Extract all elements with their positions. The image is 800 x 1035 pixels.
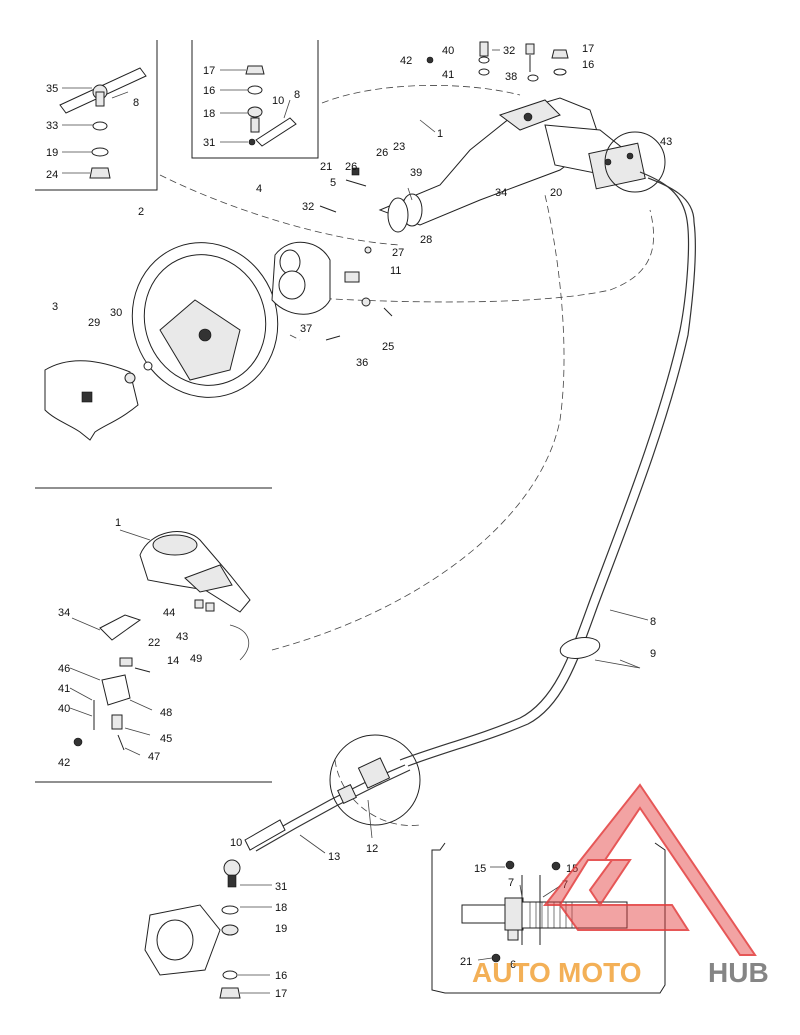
callout-17: 17 xyxy=(275,988,287,1000)
callout-26: 26 xyxy=(345,161,357,173)
callout-31: 31 xyxy=(275,881,287,893)
callout-41: 41 xyxy=(58,683,70,695)
callout-45: 45 xyxy=(160,733,172,745)
callout-13: 13 xyxy=(328,851,340,863)
inset-a-tie-rod-hardware xyxy=(59,67,147,179)
watermark-brand-auto: AUTO xyxy=(472,957,551,988)
watermark-brand-moto: MOTO xyxy=(558,957,641,988)
callout-19: 19 xyxy=(275,923,287,935)
callout-1: 1 xyxy=(115,517,121,529)
callout-21: 21 xyxy=(460,956,472,968)
callout-7: 7 xyxy=(562,879,568,891)
inset-frames xyxy=(35,40,666,994)
callout-2: 2 xyxy=(138,206,144,218)
callout-22: 22 xyxy=(148,637,160,649)
callout-16: 16 xyxy=(275,970,287,982)
callout-26: 26 xyxy=(376,147,388,159)
callout-labels: 35 8 33 19 24 17 16 18 10 8 31 42 40 41 … xyxy=(46,43,672,1000)
automotohub-watermark: AUTO MOTO HUB xyxy=(472,783,769,988)
callout-28: 28 xyxy=(420,234,432,246)
callout-3: 3 xyxy=(52,301,58,313)
callout-4: 4 xyxy=(256,183,262,195)
callout-24: 24 xyxy=(46,169,58,181)
callout-11: 11 xyxy=(390,265,401,277)
steering-column-housing xyxy=(378,41,646,233)
callout-6: 6 xyxy=(510,959,516,971)
callout-42: 42 xyxy=(58,757,70,769)
callout-48: 48 xyxy=(160,707,172,719)
callout-32: 32 xyxy=(503,45,515,57)
callout-8: 8 xyxy=(294,89,300,101)
callout-21: 21 xyxy=(320,161,332,173)
callout-14: 14 xyxy=(167,655,179,667)
callout-15: 15 xyxy=(474,863,486,875)
steering-cable xyxy=(144,171,696,999)
callout-1: 1 xyxy=(437,128,443,140)
callout-43: 43 xyxy=(176,631,188,643)
leader-curves xyxy=(159,85,654,826)
callout-8: 8 xyxy=(133,97,139,109)
detail-circle-ferrule xyxy=(329,734,421,826)
steering-wheel-assembly xyxy=(44,167,393,441)
callout-41: 41 xyxy=(442,69,454,81)
callout-12: 12 xyxy=(366,843,378,855)
callout-43: 43 xyxy=(660,136,672,148)
callout-9: 9 xyxy=(650,648,656,660)
callout-16: 16 xyxy=(582,59,594,71)
callout-47: 47 xyxy=(148,751,160,763)
callout-25: 25 xyxy=(382,341,394,353)
callout-34: 34 xyxy=(495,187,507,199)
watermark-brand-hub: HUB xyxy=(708,957,769,988)
callout-20: 20 xyxy=(550,187,562,199)
callout-37: 37 xyxy=(300,323,312,335)
callout-42: 42 xyxy=(400,55,412,67)
callout-30: 30 xyxy=(110,307,122,319)
callout-32: 32 xyxy=(302,201,314,213)
watermark-triangle-logo xyxy=(542,783,757,956)
callout-39: 39 xyxy=(410,167,422,179)
callout-18: 18 xyxy=(275,902,287,914)
callout-19: 19 xyxy=(46,147,58,159)
callout-46: 46 xyxy=(58,663,70,675)
callout-35: 35 xyxy=(46,83,58,95)
callout-10: 10 xyxy=(272,95,284,107)
callout-8: 8 xyxy=(650,616,656,628)
callout-17: 17 xyxy=(203,65,215,77)
callout-44: 44 xyxy=(163,607,175,619)
callout-10: 10 xyxy=(230,837,242,849)
callout-38: 38 xyxy=(505,71,517,83)
callout-7: 7 xyxy=(508,877,514,889)
callout-33: 33 xyxy=(46,120,58,132)
callout-18: 18 xyxy=(203,108,215,120)
callout-40: 40 xyxy=(442,45,454,57)
callout-40: 40 xyxy=(58,703,70,715)
callout-31: 31 xyxy=(203,137,215,149)
inset-b-cable-end-hardware xyxy=(220,65,297,147)
inset-d-cable-ferrule-detail xyxy=(461,860,628,963)
callout-23: 23 xyxy=(393,141,405,153)
detail-circle-column xyxy=(604,131,666,193)
callout-49: 49 xyxy=(190,653,202,665)
inset-c-helm-bracket xyxy=(69,529,251,756)
callout-36: 36 xyxy=(356,357,368,369)
callout-16: 16 xyxy=(203,85,215,97)
callout-17: 17 xyxy=(582,43,594,55)
callout-34: 34 xyxy=(58,607,70,619)
callout-29: 29 xyxy=(88,317,100,329)
callout-5: 5 xyxy=(330,177,336,189)
callout-27: 27 xyxy=(392,247,404,259)
